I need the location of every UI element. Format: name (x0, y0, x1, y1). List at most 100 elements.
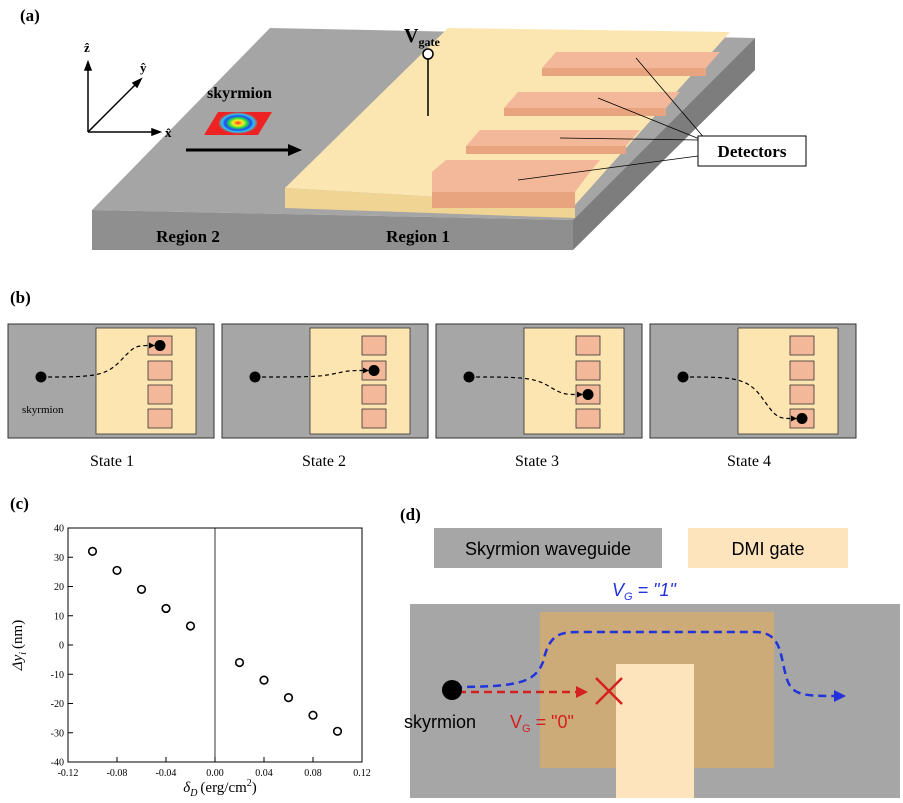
axes-triad (83, 59, 163, 137)
red-arrowhead (576, 686, 588, 698)
state-1-label: State 1 (90, 453, 134, 470)
skyrmion-label-d: skyrmion (404, 712, 476, 732)
state-detector (789, 360, 815, 381)
panel-d-letter: (d) (400, 505, 421, 524)
y-tick-label: 10 (54, 611, 64, 622)
blue-path-vg1 (453, 630, 841, 698)
y-tick-label: -40 (51, 758, 64, 769)
vg-0-label: VG = "0" (510, 712, 574, 735)
state-trajectory (40, 344, 154, 378)
data-point (332, 726, 343, 736)
y-arrowhead (131, 77, 143, 89)
state-skyrmion-start (677, 371, 689, 383)
detector-pad (432, 172, 590, 192)
state-detector (575, 408, 601, 429)
detectors-label: Detectors (718, 142, 787, 161)
z-axis-label: ẑ (84, 40, 90, 55)
vg-1-label: VG = "1" (612, 580, 677, 603)
state-detector (789, 335, 815, 356)
x-tick-label: 0.12 (353, 768, 371, 779)
z-arrowhead (83, 59, 93, 71)
device-3d-diagram: ẑ ŷ x̂ skyrmion Vgate Detectors Region 2… (83, 25, 807, 250)
region-2-label: Region 2 (156, 227, 220, 246)
y-tick-label: 30 (54, 553, 64, 564)
state-1-box (7, 323, 215, 439)
y-tick-label: -10 (51, 670, 64, 681)
blue-arrowhead (834, 690, 846, 702)
state-detector (575, 360, 601, 381)
state-skyrmion-end (154, 340, 166, 351)
motion-arrowhead (288, 144, 302, 156)
state-trajectory (254, 369, 368, 378)
y-tick-label: 0 (59, 641, 64, 652)
state-trajectory (682, 376, 796, 420)
state-skyrmion-start (463, 371, 475, 383)
legend-waveguide-swatch (434, 528, 662, 568)
dmi-gate-notch (616, 664, 694, 798)
x-tick-label: 0.08 (304, 768, 322, 779)
detector-pad-front (466, 146, 626, 154)
panel-a-letter: (a) (20, 6, 40, 25)
gate-diagram: Skyrmion waveguide DMI gate VG = "1" sky… (404, 528, 900, 798)
substrate-side (573, 38, 755, 250)
state-skyrmion-start (35, 371, 47, 383)
state-detector (147, 360, 173, 381)
state-3-label: State 3 (515, 453, 559, 470)
state-4-box (649, 323, 857, 439)
detector-pad (542, 52, 720, 68)
state-4-label: State 4 (727, 453, 771, 470)
state-detector (789, 384, 815, 405)
state-arrowhead (577, 391, 583, 398)
detector-pad-front (432, 192, 575, 208)
state-gate (737, 327, 839, 435)
legend-gate-label: DMI gate (731, 539, 804, 559)
blocked-x-icon (595, 677, 623, 705)
data-point (185, 621, 196, 631)
state-detector (361, 408, 387, 429)
state-detector (147, 384, 173, 405)
state-arrowhead (149, 342, 155, 349)
vgate-label: Vgate (404, 25, 440, 49)
y-tick-label: 20 (54, 582, 64, 593)
data-point (161, 603, 171, 614)
y-axis-label: ŷ (140, 60, 147, 75)
detector-pad (432, 160, 600, 172)
state-gate (523, 327, 625, 435)
state-skyrmion-end (368, 365, 380, 376)
state-detector (361, 335, 387, 356)
state-skyrmion-end (582, 389, 594, 400)
data-point (136, 584, 147, 595)
data-point (308, 710, 318, 720)
data-point (234, 657, 245, 668)
state-skyrmion-start (249, 371, 261, 383)
state-trajectory (468, 376, 582, 396)
skyrmion-dot (442, 680, 462, 700)
detector-pad-front (504, 108, 666, 116)
detector-pad-front (542, 68, 706, 76)
y-axis-label: Δyi(nm) (10, 620, 29, 671)
region-1-label: Region 1 (386, 227, 450, 246)
state-3-box (435, 323, 643, 439)
detectors-label-box (697, 135, 807, 167)
state-arrowhead (363, 367, 369, 374)
data-point (283, 693, 294, 703)
state-arrowhead (791, 415, 797, 422)
data-point (87, 546, 98, 557)
gate-region-front (285, 188, 575, 218)
substrate-front (92, 210, 573, 250)
detector-leaders (517, 57, 707, 181)
state-2-label: State 2 (302, 453, 346, 470)
panel-b-letter: (b) (10, 288, 31, 307)
state-skyrmion-end (796, 413, 808, 424)
y-tick-label: -20 (51, 699, 64, 710)
state-detector (361, 384, 387, 405)
data-point (112, 565, 122, 576)
x-tick-label: -0.08 (107, 768, 128, 779)
y-axis (87, 81, 139, 133)
x-axis-label: x̂ (165, 125, 172, 140)
legend-gate-swatch (688, 528, 848, 568)
detector-pad (504, 92, 680, 108)
x-arrowhead (151, 127, 163, 137)
state-gate (309, 327, 411, 435)
x-axis-label: δD(erg/cm2) (183, 778, 257, 799)
